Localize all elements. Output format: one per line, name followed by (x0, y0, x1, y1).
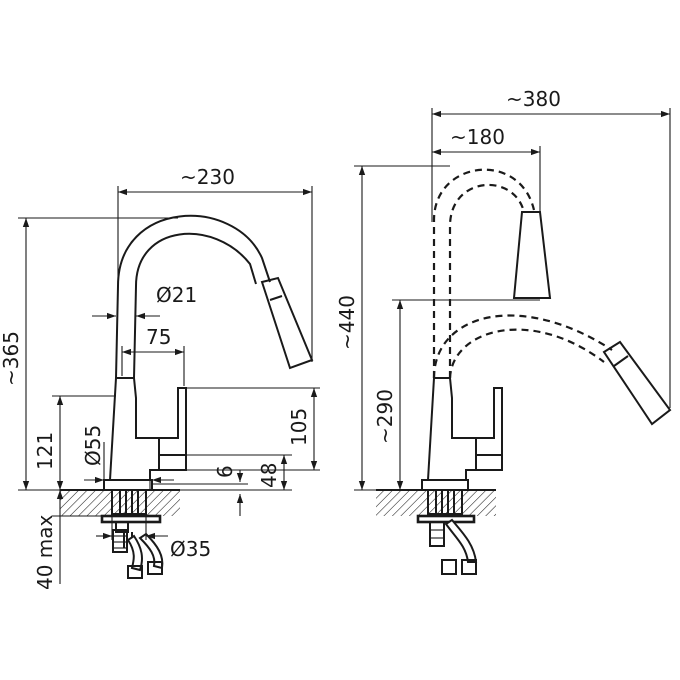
hose-extended-position (432, 314, 613, 379)
dim-handle-height: 105 (287, 408, 311, 446)
spray-head-raised (512, 211, 552, 299)
right-faucet-view: ~380 ~180 ~440 ~290 (335, 87, 672, 575)
dimension-lines-right (354, 108, 671, 491)
hose-raised-position (432, 168, 536, 378)
dim-hole-diameter: Ø35 (170, 537, 211, 561)
dim-gap: 6 (213, 465, 237, 478)
dimension-lines-left (18, 186, 320, 584)
dim-height-head: ~290 (373, 389, 397, 444)
dim-width-spout: ~230 (180, 165, 235, 189)
dim-reach-head: ~180 (450, 125, 505, 149)
spray-head-extended (602, 340, 672, 426)
dim-height-total: ~365 (0, 331, 23, 386)
dim-lever-height: 48 (257, 463, 281, 488)
dim-hose-diameter: Ø21 (156, 283, 197, 307)
dim-base-diameter: Ø55 (81, 425, 105, 466)
left-faucet-view: ~230 ~365 Ø21 75 105 121 Ø55 6 48 40 max… (0, 165, 320, 590)
dim-height-extended: ~440 (335, 295, 359, 350)
spout-hose-left (115, 214, 271, 379)
dim-spout-offset: 75 (146, 325, 171, 349)
dim-counter-thickness: 40 max (33, 514, 57, 590)
spray-head-left (260, 276, 314, 370)
mounting-hardware-right (416, 489, 478, 575)
dim-reach-extended: ~380 (506, 87, 561, 111)
faucet-body-right (421, 377, 503, 491)
dim-base-height: 121 (33, 432, 57, 470)
mounting-hardware-left (100, 489, 164, 579)
faucet-body-left (103, 377, 187, 491)
